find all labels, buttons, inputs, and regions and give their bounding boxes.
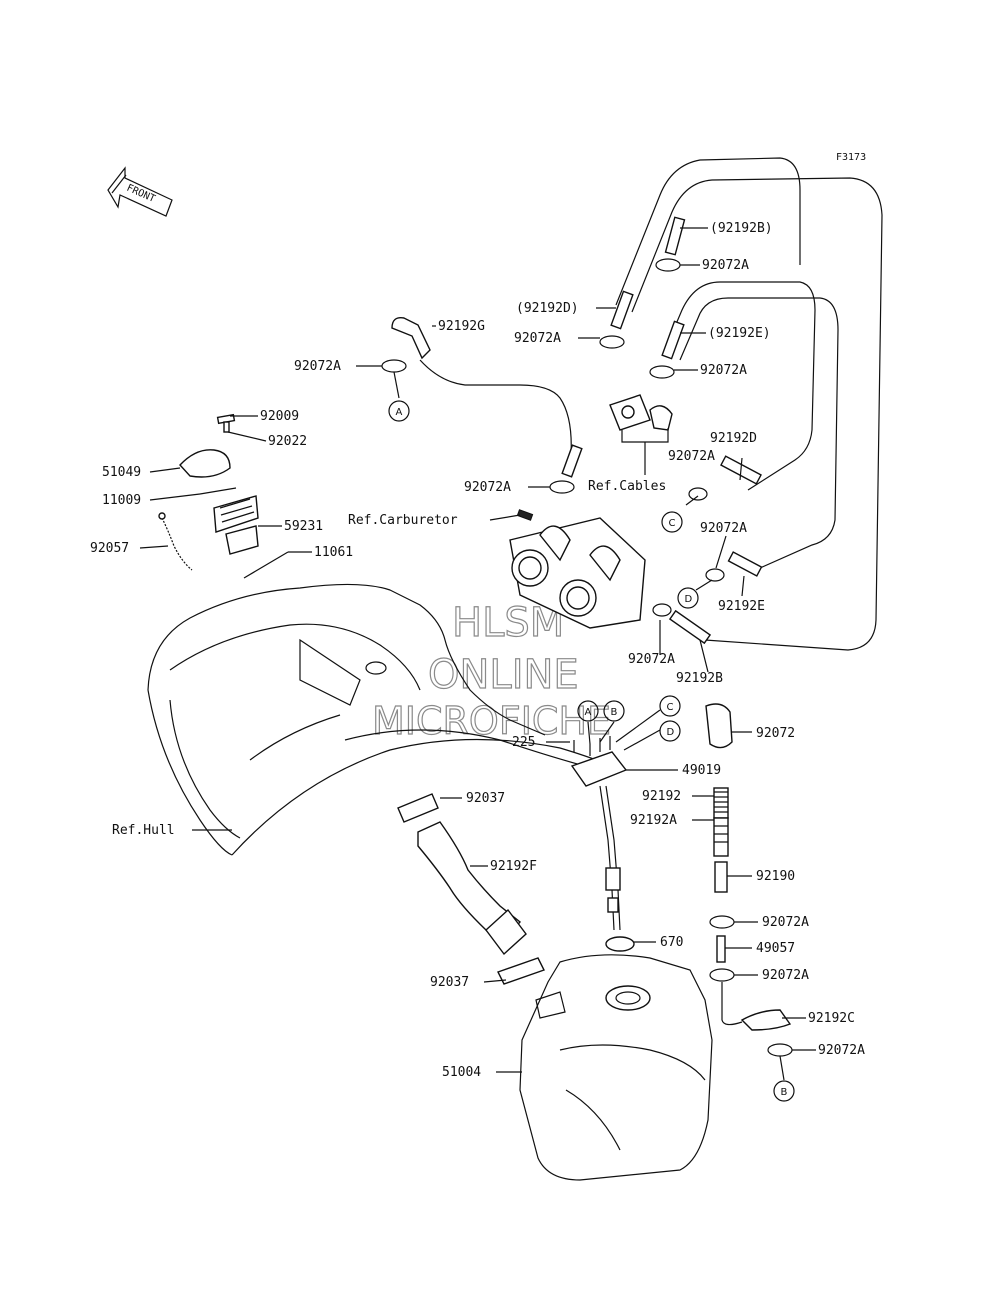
callout-92072A-2[interactable]: 92072A <box>514 331 561 346</box>
callout-92192C[interactable]: 92192C <box>808 1011 855 1026</box>
callout-92072A-5[interactable]: 92072A <box>668 449 715 464</box>
callout-92192E[interactable]: 92192E <box>718 599 765 614</box>
callout-92072A-9[interactable]: 92072A <box>762 915 809 930</box>
callout-92190[interactable]: 92190 <box>756 869 795 884</box>
callout-92192F[interactable]: 92192F <box>490 859 537 874</box>
watermark: HLSM ONLINE MICROFICHE <box>371 599 611 743</box>
callout-92192[interactable]: 92192 <box>642 789 681 804</box>
callout-49019[interactable]: 49019 <box>682 763 721 778</box>
hose-segments <box>391 216 763 645</box>
callout-92072A-3[interactable]: 92072A <box>700 363 747 378</box>
callout-92192E-top[interactable]: (92192E) <box>708 326 771 341</box>
front-arrow-icon: FRONT <box>107 166 173 217</box>
callout-51049[interactable]: 51049 <box>102 465 141 480</box>
callout-92072A-6[interactable]: 92072A <box>464 480 511 495</box>
callout-51004[interactable]: 51004 <box>442 1065 481 1080</box>
leader-lines <box>139 227 816 1081</box>
ref-circle-c-right-label: C <box>669 518 676 529</box>
callout-92072[interactable]: 92072 <box>756 726 795 741</box>
ref-circle-c-pickup <box>659 695 681 717</box>
callout-11061[interactable]: 11061 <box>314 545 353 560</box>
ref-circle-b-bottom <box>773 1080 795 1102</box>
watermark-line-3: MICROFICHE <box>372 699 611 743</box>
figure-code: F3173 <box>836 152 866 163</box>
callout-49057[interactable]: 49057 <box>756 941 795 956</box>
callout-92022[interactable]: 92022 <box>268 434 307 449</box>
ref-circle-d-pickup <box>659 720 681 742</box>
callout-92009[interactable]: 92009 <box>260 409 299 424</box>
ref-circle-d-right-label: D <box>685 594 693 605</box>
fuel-cap-assembly <box>158 413 289 579</box>
callout-92072A-7[interactable]: 92072A <box>700 521 747 536</box>
ref-circle-a-pickup-label: A <box>585 707 592 718</box>
fuel-tank <box>519 936 713 1181</box>
callout-92037-1[interactable]: 92037 <box>466 791 505 806</box>
callout-92072A-8[interactable]: 92072A <box>628 652 675 667</box>
callout-11009[interactable]: 11009 <box>102 493 141 508</box>
part-callouts: (92192B) 92072A (92192D) 92072A (92192E)… <box>90 221 865 1080</box>
hull <box>147 583 621 856</box>
ref-circle-b-pickup-label: B <box>611 707 618 718</box>
callout-92192B[interactable]: 92192B <box>676 671 723 686</box>
callout-92192D-top[interactable]: (92192D) <box>516 301 579 316</box>
callout-92072A-1[interactable]: 92072A <box>702 258 749 273</box>
fuel-valve <box>609 394 673 475</box>
ref-circle-c-right <box>661 511 683 533</box>
ref-circle-d-pickup-label: D <box>667 727 675 738</box>
callout-92072A-4[interactable]: 92072A <box>294 359 341 374</box>
callout-92072A-10[interactable]: 92072A <box>762 968 809 983</box>
ref-circle-c-pickup-label: C <box>667 702 674 713</box>
callout-670[interactable]: 670 <box>660 935 683 950</box>
watermark-line-2: ONLINE <box>428 652 579 698</box>
callout-225[interactable]: 225 <box>512 735 535 750</box>
fuel-pickup <box>570 736 628 931</box>
reference-circles: A C D A B C D B <box>388 400 795 1102</box>
callout-92072A-11[interactable]: 92072A <box>818 1043 865 1058</box>
ref-circle-a-top-label: A <box>396 407 403 418</box>
callout-92192D[interactable]: 92192D <box>710 431 757 446</box>
carburetor <box>509 509 646 629</box>
ref-hull-label: Ref.Hull <box>112 823 175 838</box>
callout-92192G[interactable]: 92192G <box>438 319 485 334</box>
callout-92192A[interactable]: 92192A <box>630 813 677 828</box>
callout-92037-2[interactable]: 92037 <box>430 975 469 990</box>
ref-circle-d-right <box>677 587 699 609</box>
callout-92192B-top[interactable]: (92192B) <box>710 221 773 236</box>
vent-hose-loops <box>419 157 883 651</box>
right-column-parts <box>705 703 792 1031</box>
ref-circle-b-bottom-label: B <box>781 1087 788 1098</box>
callout-92057[interactable]: 92057 <box>90 541 129 556</box>
ref-carburetor-label: Ref.Carburetor <box>348 513 458 528</box>
filler-neck-hose <box>397 793 545 985</box>
callout-59231[interactable]: 59231 <box>284 519 323 534</box>
ref-circle-a-top <box>388 400 410 422</box>
ref-circle-b-pickup <box>603 700 625 722</box>
ref-circle-a-pickup <box>577 700 599 722</box>
ref-cables-label: Ref.Cables <box>588 479 666 494</box>
